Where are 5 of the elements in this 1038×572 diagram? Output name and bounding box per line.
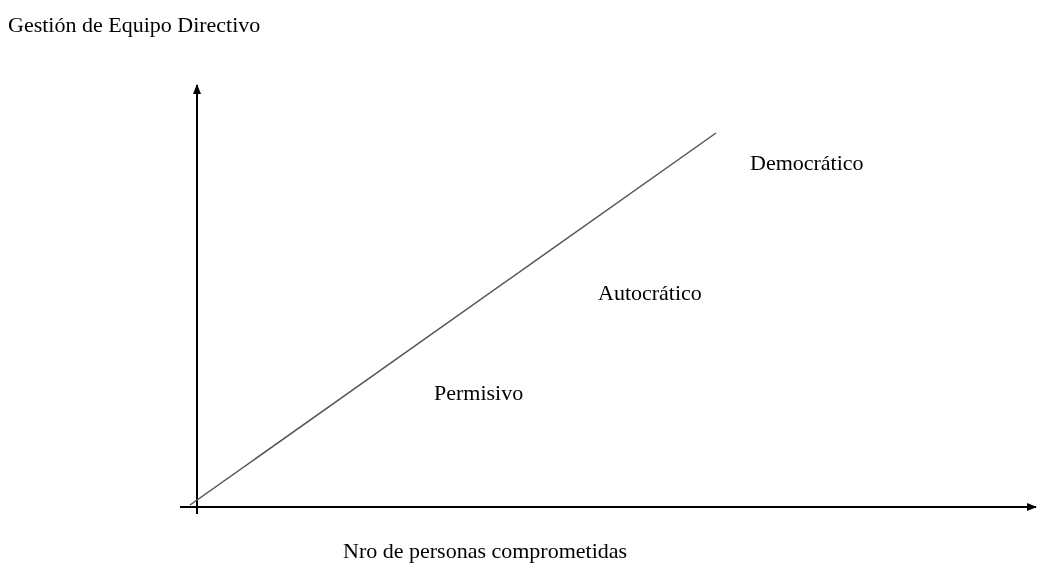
axis-title: Gestión de Equipo Directivo (8, 11, 262, 39)
region-label: Democrático (750, 149, 864, 177)
region-label: Permisivo (434, 379, 524, 407)
axis-title: Nro de personas comprometidas (343, 537, 628, 565)
region-label: Autocrático (598, 279, 702, 307)
